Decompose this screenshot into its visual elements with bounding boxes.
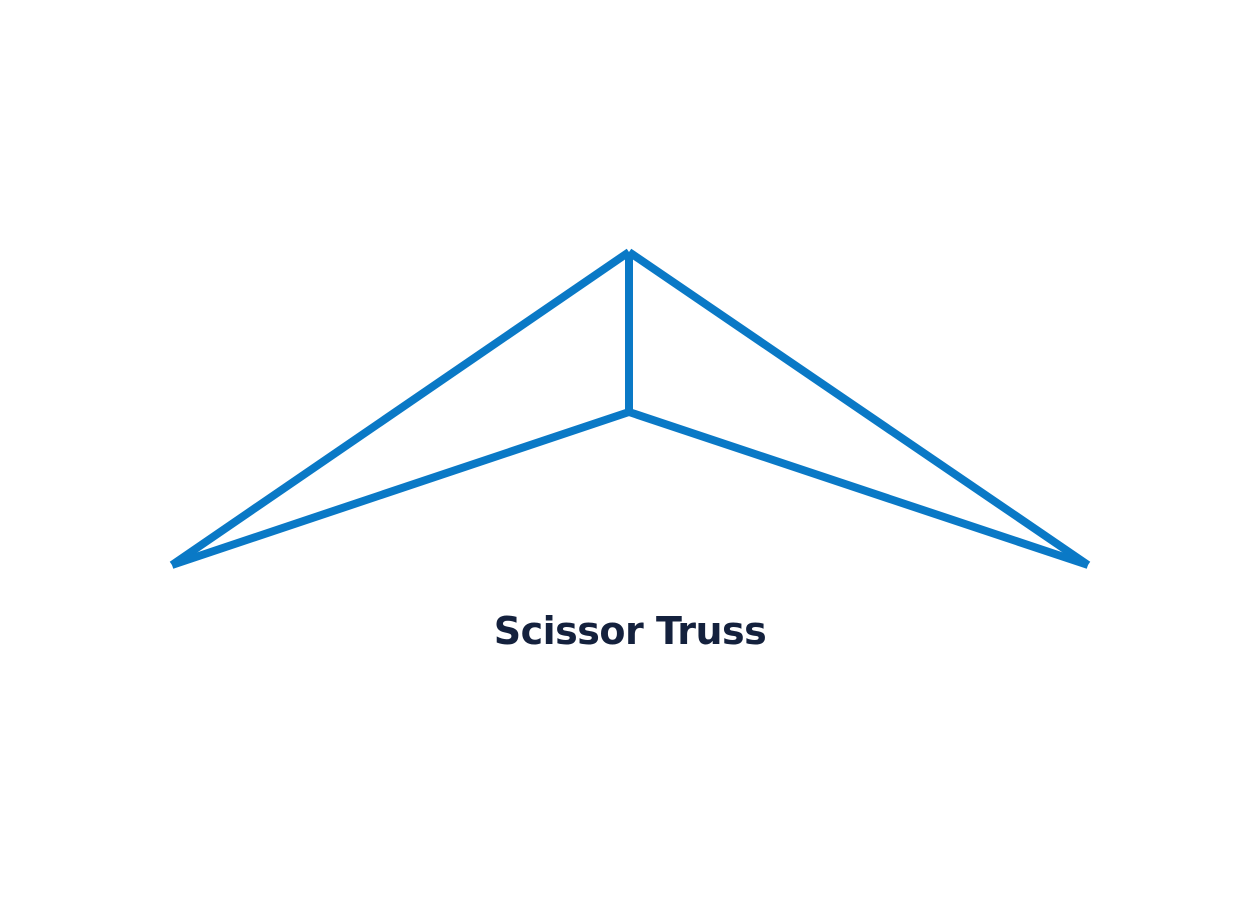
left-top-chord: [169, 248, 632, 569]
left-bottom-chord: [170, 408, 631, 569]
right-bottom-chord: [627, 408, 1090, 569]
right-top-chord: [626, 248, 1091, 569]
diagram-caption: Scissor Truss: [493, 609, 767, 653]
